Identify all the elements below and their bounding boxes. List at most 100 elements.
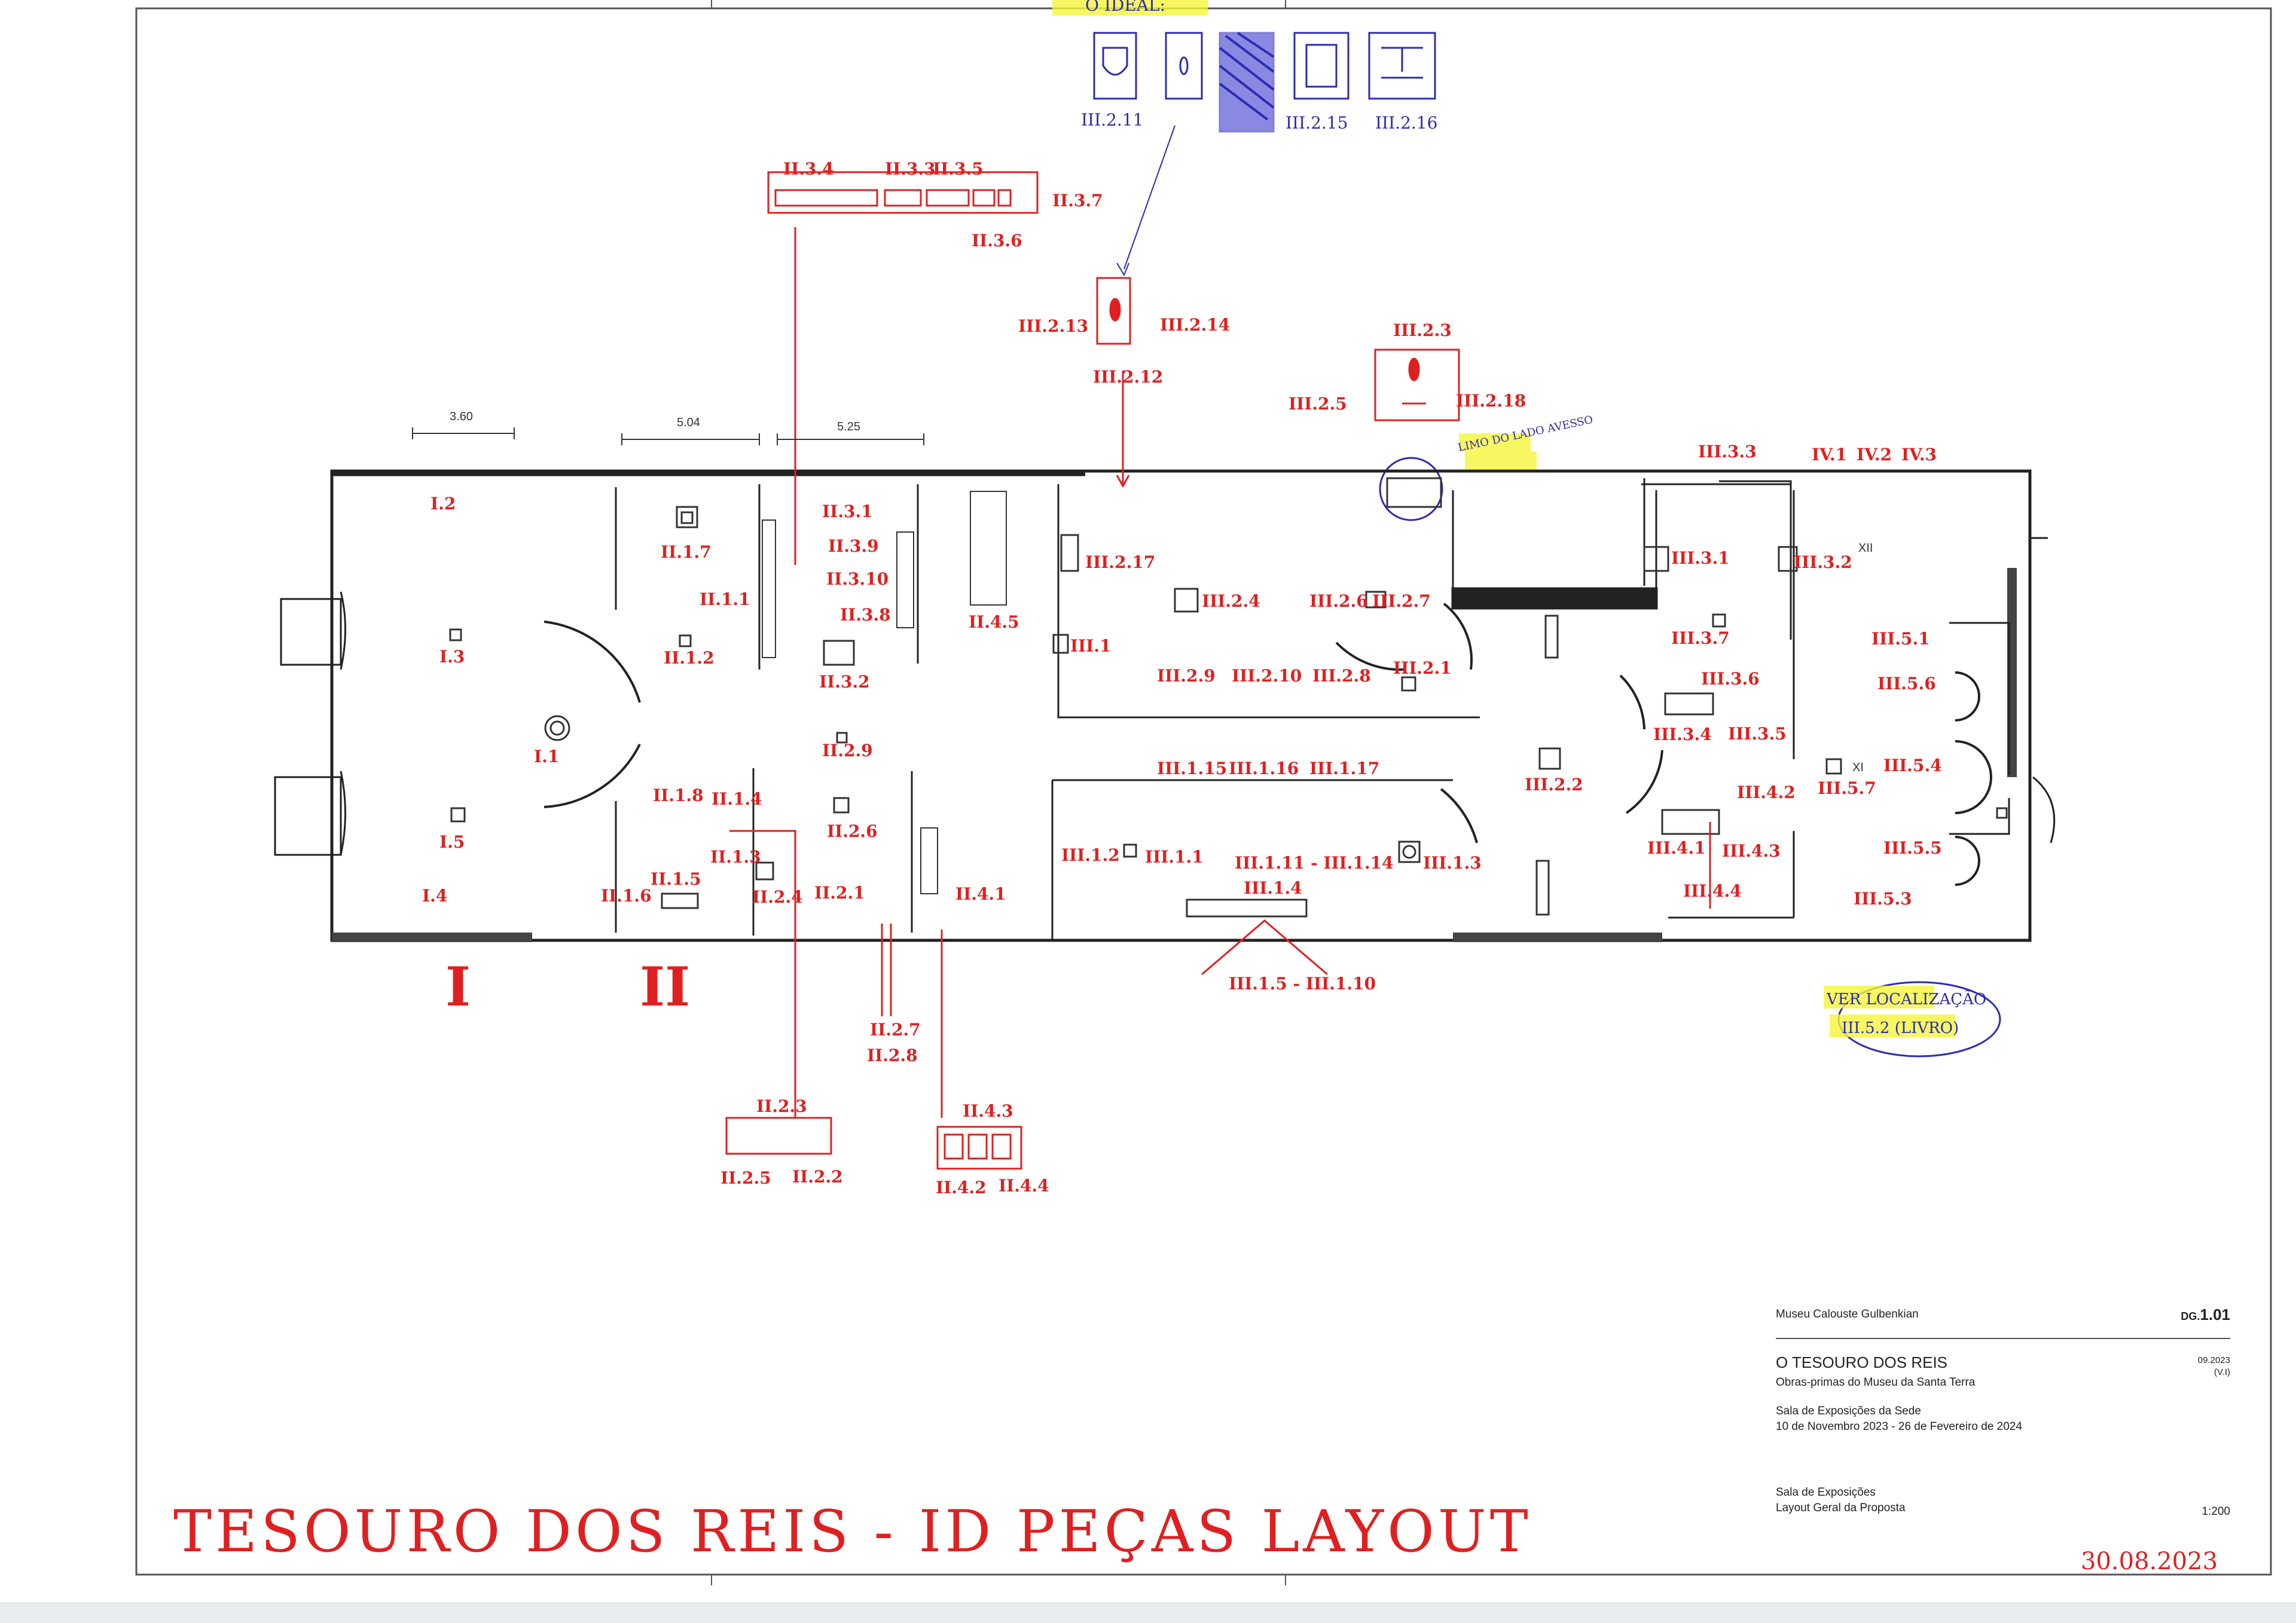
dimension-1: 3.60 xyxy=(450,410,473,423)
label-III-1-17: III.1.17 xyxy=(1309,759,1379,778)
label-III-3-2: III.3.2 xyxy=(1794,552,1852,572)
label-III-3-1: III.3.1 xyxy=(1671,548,1730,568)
label-II-3-2: II.3.2 xyxy=(819,672,870,692)
label-I-1: I.1 xyxy=(534,747,559,766)
label-II-3-4: II.3.4 xyxy=(783,159,834,179)
label-III-5-1: III.5.1 xyxy=(1871,629,1930,649)
label-III-4-2: III.4.2 xyxy=(1737,783,1796,802)
label-III-2-2: III.2.2 xyxy=(1525,775,1583,794)
red-handwritten-labels: I.2 I.3 I.1 I.5 I.4 II.1.7 II.1.1 II.1.2… xyxy=(422,159,1942,1197)
label-II-3-8: II.3.8 xyxy=(840,605,891,625)
bubble-note-line2: III.5.2 (LIVRO) xyxy=(1842,1019,1959,1037)
revision: 09.2023 (V.I) xyxy=(2198,1355,2230,1379)
label-III-2-16: III.2.16 xyxy=(1375,113,1437,133)
label-II-1-2: II.1.2 xyxy=(664,648,715,668)
label-II-2-2: II.2.2 xyxy=(792,1167,843,1187)
label-II-3-5: II.3.5 xyxy=(933,159,984,179)
room-numeral-xii: XII xyxy=(1858,542,1873,555)
label-II-1-7: II.1.7 xyxy=(661,542,712,562)
label-III-5-5: III.5.5 xyxy=(1883,838,1942,858)
zone-label-I: I xyxy=(445,955,471,1019)
exhibition-title: O TESOURO DOS REIS xyxy=(1776,1353,1948,1371)
handwritten-date: 30.08.2023 xyxy=(2081,1548,2218,1575)
label-III-2-12: III.2.12 xyxy=(1093,367,1163,387)
plan-fixtures xyxy=(449,477,2008,918)
label-III-1: III.1 xyxy=(1070,636,1112,656)
label-II-2-4: II.2.4 xyxy=(752,887,803,907)
label-III-1-3: III.1.3 xyxy=(1423,853,1482,873)
drawing-scale: 1:200 xyxy=(2202,1505,2230,1518)
bubble-note-line1: VER LOCALIZAÇÃO xyxy=(1826,989,1986,1008)
label-IV-1: IV.1 xyxy=(1812,445,1847,464)
dimension-lines xyxy=(412,427,924,445)
label-III-2-6: III.2.6 xyxy=(1309,591,1368,611)
label-I-2: I.2 xyxy=(430,494,456,514)
label-III-1-16: III.1.16 xyxy=(1229,759,1299,778)
label-II-3-3: II.3.3 xyxy=(885,159,936,179)
label-II-4-5: II.4.5 xyxy=(969,612,1019,632)
label-III-1-4: III.1.4 xyxy=(1244,878,1302,898)
label-III-1-5-10: III.1.5 - III.1.10 xyxy=(1229,974,1376,994)
label-III-2-3: III.2.3 xyxy=(1393,320,1452,340)
label-III-5-4: III.5.4 xyxy=(1883,756,1942,775)
institution-name: Museu Calouste Gulbenkian xyxy=(1776,1308,1919,1321)
label-II-3-1: II.3.1 xyxy=(822,502,873,521)
label-III-2-4: III.2.4 xyxy=(1202,591,1260,611)
exhibition-subtitle: Obras-primas do Museu da Santa Terra xyxy=(1776,1376,1976,1389)
label-III-5-6: III.5.6 xyxy=(1877,674,1936,693)
label-II-1-1: II.1.1 xyxy=(700,589,750,609)
label-II-1-8: II.1.8 xyxy=(653,785,704,805)
label-III-3-7: III.3.7 xyxy=(1671,628,1730,648)
label-III-4-4: III.4.4 xyxy=(1683,881,1742,901)
label-II-3-10: II.3.10 xyxy=(826,569,889,589)
label-IV-3: IV.3 xyxy=(1901,445,1937,464)
sheet-name: Layout Geral da Proposta xyxy=(1776,1502,1906,1514)
label-II-2-3: II.2.3 xyxy=(756,1096,807,1116)
label-III-3-3: III.3.3 xyxy=(1698,442,1757,461)
label-II-2-5: II.2.5 xyxy=(720,1168,771,1188)
drawing-code-prefix: DG. xyxy=(2181,1310,2200,1322)
exhibition-dates: 10 de Novembro 2023 - 26 de Fevereiro de… xyxy=(1776,1420,2022,1433)
plan-walls xyxy=(274,469,2056,942)
label-II-1-3: II.1.3 xyxy=(710,847,761,867)
label-III-3-5: III.3.5 xyxy=(1728,724,1787,744)
venue: Sala de Exposições da Sede xyxy=(1776,1405,1921,1417)
label-III-2-7: III.2.7 xyxy=(1372,591,1431,611)
label-III-3-6: III.3.6 xyxy=(1701,669,1760,689)
sheet-area: Sala de Exposições xyxy=(1776,1486,1876,1499)
label-III-5-3: III.5.3 xyxy=(1854,889,1912,909)
label-III-2-1: III.2.1 xyxy=(1393,658,1452,678)
room-numeral-xi: XI xyxy=(1852,761,1864,774)
label-III-4-3: III.4.3 xyxy=(1722,841,1781,861)
label-III-2-9: III.2.9 xyxy=(1157,666,1216,686)
label-III-2-18: III.2.18 xyxy=(1456,391,1526,411)
label-III-2-15: III.2.15 xyxy=(1286,113,1348,133)
drawing-code-number: 1.01 xyxy=(2200,1306,2230,1324)
label-I-4: I.4 xyxy=(422,886,447,906)
red-callout-lines xyxy=(725,171,1711,1170)
label-III-5-7: III.5.7 xyxy=(1818,778,1876,798)
dimension-3: 5.25 xyxy=(837,420,860,433)
label-III-1-15: III.1.15 xyxy=(1157,759,1227,778)
label-II-2-9: II.2.9 xyxy=(822,741,873,760)
label-III-2-11: III.2.11 xyxy=(1081,110,1143,130)
dimension-2: 5.04 xyxy=(677,416,700,429)
label-I-3: I.3 xyxy=(439,647,465,667)
title-block: Museu Calouste Gulbenkian DG.1.01 O TESO… xyxy=(1776,1297,2230,1542)
label-III-3-4: III.3.4 xyxy=(1653,725,1712,744)
revision-date: 09.2023 xyxy=(2197,1355,2230,1365)
label-II-2-1: II.2.1 xyxy=(814,883,865,903)
label-IV-2: IV.2 xyxy=(1857,445,1892,464)
ideal-note: O IDEAL: xyxy=(1085,0,1165,15)
revision-version: (V.I) xyxy=(2214,1367,2230,1377)
viewer-bottom-band xyxy=(0,1602,2296,1623)
label-III-2-17: III.2.17 xyxy=(1085,552,1155,572)
main-handwritten-title: TESOURO DOS REIS - ID PEÇAS LAYOUT xyxy=(173,1498,1532,1565)
label-II-2-7: II.2.7 xyxy=(870,1020,921,1040)
label-II-3-9: II.3.9 xyxy=(828,536,879,556)
label-III-1-11-14: III.1.11 - III.1.14 xyxy=(1235,853,1394,873)
label-II-1-4: II.1.4 xyxy=(712,789,762,809)
label-II-4-2: II.4.2 xyxy=(936,1178,987,1197)
label-II-1-6: II.1.6 xyxy=(601,886,652,906)
